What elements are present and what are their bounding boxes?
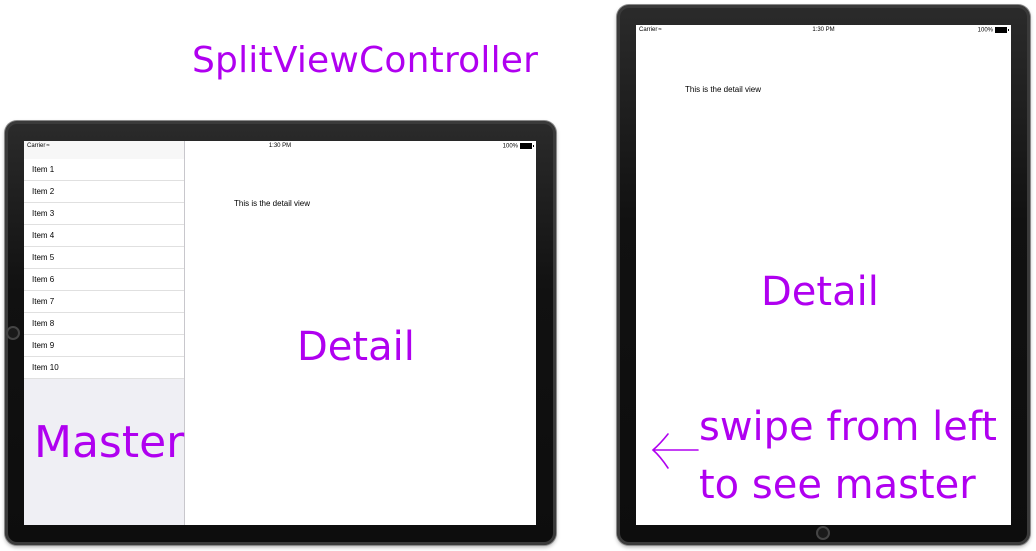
status-time: 1:30 PM <box>812 27 835 33</box>
status-time: 1:30 PM <box>268 143 292 149</box>
battery-indicator: 100% <box>977 27 1009 34</box>
ipad-landscape: Item 1 Item 2 Item 3 Item 4 Item 5 Item … <box>5 121 556 545</box>
diagram-title: SplitViewController <box>192 40 539 81</box>
master-label: Master <box>34 417 185 468</box>
list-item[interactable]: Item 2 <box>24 181 184 203</box>
ipad-portrait: Carrier≈ 1:30 PM 100% This is the detail… <box>617 5 1030 545</box>
landscape-screen: Item 1 Item 2 Item 3 Item 4 Item 5 Item … <box>24 141 536 525</box>
list-item[interactable]: Item 8 <box>24 313 184 335</box>
detail-label: Detail <box>761 269 879 315</box>
wifi-icon: ≈ <box>46 143 50 149</box>
carrier-label: Carrier≈ <box>639 27 662 33</box>
list-item[interactable]: Item 6 <box>24 269 184 291</box>
arrow-left-icon <box>651 433 699 469</box>
portrait-screen: Carrier≈ 1:30 PM 100% This is the detail… <box>636 25 1011 525</box>
wifi-icon: ≈ <box>658 27 662 33</box>
battery-icon <box>520 143 534 149</box>
swipe-annotation: swipe from left to see master <box>699 398 997 514</box>
battery-indicator: 100% <box>502 143 534 150</box>
home-button-icon[interactable] <box>816 526 830 540</box>
swipe-line-2: to see master <box>699 462 976 508</box>
battery-icon <box>995 27 1009 33</box>
carrier-label: Carrier≈ <box>27 143 50 149</box>
status-bar: Carrier≈ 1:30 PM 100% <box>636 25 1011 35</box>
carrier-text: Carrier <box>639 27 658 33</box>
detail-text: This is the detail view <box>234 199 311 208</box>
master-list: Item 1 Item 2 Item 3 Item 4 Item 5 Item … <box>24 159 184 379</box>
master-pane: Item 1 Item 2 Item 3 Item 4 Item 5 Item … <box>24 141 185 525</box>
status-bar: Carrier≈ 1:30 PM 100% <box>24 141 536 151</box>
list-item[interactable]: Item 10 <box>24 357 184 379</box>
battery-text: 100% <box>977 27 993 34</box>
list-item[interactable]: Item 1 <box>24 159 184 181</box>
list-item[interactable]: Item 5 <box>24 247 184 269</box>
list-item[interactable]: Item 3 <box>24 203 184 225</box>
detail-text: This is the detail view <box>685 85 762 94</box>
battery-text: 100% <box>502 143 518 150</box>
swipe-line-1: swipe from left <box>699 404 997 450</box>
detail-label: Detail <box>297 324 415 370</box>
list-item[interactable]: Item 4 <box>24 225 184 247</box>
home-button-icon[interactable] <box>6 326 20 340</box>
list-item[interactable]: Item 9 <box>24 335 184 357</box>
carrier-text: Carrier <box>27 143 46 149</box>
list-item[interactable]: Item 7 <box>24 291 184 313</box>
